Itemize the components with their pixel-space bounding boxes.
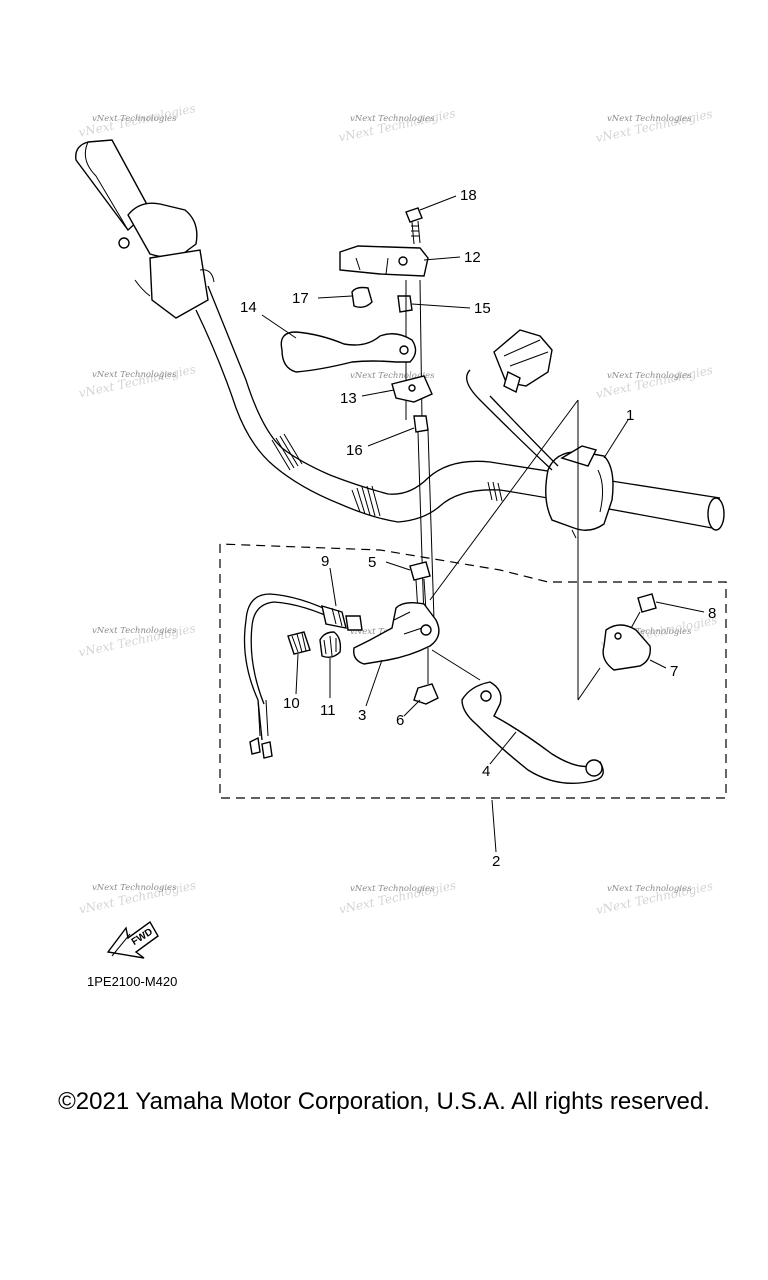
svg-text:vNext Technologies: vNext Technologies	[92, 626, 177, 636]
callout-16: 16	[346, 442, 363, 459]
callout-17: 17	[292, 290, 309, 307]
callout-11: 11	[320, 702, 336, 719]
callout-15: 15	[474, 300, 491, 317]
switch-connector	[493, 329, 553, 387]
bolt-part-5	[409, 561, 431, 581]
callout-3: 3	[358, 707, 366, 724]
callout-8: 8	[708, 605, 716, 622]
upper-assembly	[280, 207, 435, 621]
watermark-5: vNext Technologies	[350, 371, 435, 381]
callout-13: 13	[340, 390, 357, 407]
callout-5: 5	[368, 554, 376, 571]
callout-labels: 18 12 17 15 14 13 16 1 5 9 8 7 10 11 3 6…	[240, 187, 716, 870]
svg-text:vNext Technologies: vNext Technologies	[607, 371, 692, 381]
svg-text:vNext Technologies: vNext Technologies	[92, 114, 177, 124]
svg-text:vNext Technologies: vNext Technologies	[77, 362, 197, 400]
svg-text:vNext Technologies: vNext Technologies	[607, 114, 692, 124]
lever-assembly-frame	[219, 543, 727, 799]
mirror-mount	[118, 237, 130, 249]
left-grip	[75, 139, 151, 232]
copyright-notice: ©2021 Yamaha Motor Corporation, U.S.A. A…	[58, 1088, 710, 1115]
callout-9: 9	[321, 553, 329, 570]
leader-lines	[261, 195, 705, 853]
callout-12: 12	[464, 249, 481, 266]
callout-2: 2	[492, 853, 500, 870]
svg-text:vNext Technologies: vNext Technologies	[350, 114, 435, 124]
svg-text:vNext Technologies: vNext Technologies	[607, 884, 692, 894]
callout-6: 6	[396, 712, 404, 729]
svg-text:vNext Technologies: vNext Technologies	[92, 370, 177, 380]
figure-code: 1PE2100-M420	[87, 974, 178, 989]
collar-part-15	[397, 295, 413, 313]
fwd-arrow-icon: FWD	[106, 920, 159, 959]
callout-7: 7	[670, 663, 678, 680]
lever-part-14	[280, 331, 417, 373]
callout-1: 1	[626, 407, 634, 424]
screw-part-8	[637, 593, 657, 613]
callout-18: 18	[460, 187, 477, 204]
cap-part-17	[351, 286, 373, 309]
svg-text:vNext Technologies: vNext Technologies	[594, 107, 714, 145]
callout-10: 10	[283, 695, 300, 712]
svg-text:vNext Technologies: vNext Technologies	[350, 884, 435, 894]
svg-text:vNext Technologies: vNext Technologies	[595, 363, 715, 401]
handlebar	[75, 139, 725, 531]
left-switch-housing	[127, 202, 198, 258]
svg-text:vNext Technologies: vNext Technologies	[92, 883, 177, 893]
lower-assembly	[243, 561, 657, 785]
svg-text:vNext Technologies: vNext Technologies	[337, 106, 457, 144]
callout-4: 4	[482, 763, 490, 780]
nut-part-11	[319, 631, 342, 659]
master-cylinder	[149, 249, 209, 319]
holder-part-12	[339, 245, 429, 277]
handlebar-switch-part-1	[429, 329, 614, 701]
bracket-part-3	[353, 601, 440, 665]
callout-14: 14	[240, 299, 257, 316]
svg-text:vNext Technologies: vNext Technologies	[350, 371, 435, 381]
svg-text:vNext Technologies: vNext Technologies	[607, 627, 692, 637]
nut-part-6	[413, 683, 439, 705]
